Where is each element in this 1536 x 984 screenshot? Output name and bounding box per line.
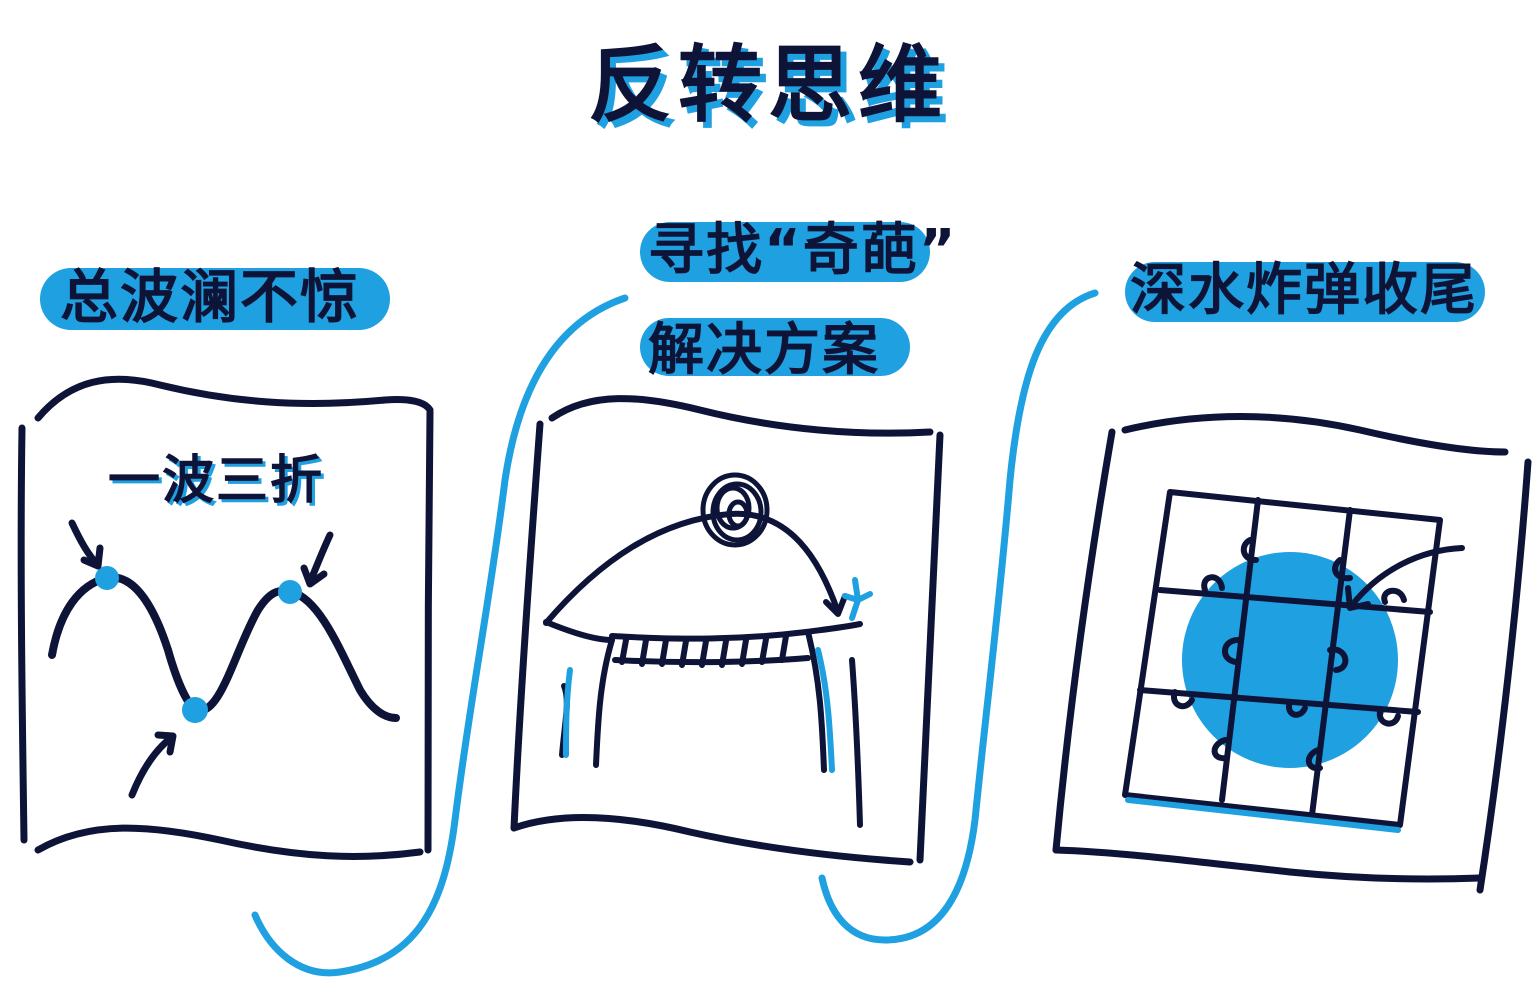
scribble-ball (703, 475, 767, 545)
wave-curve (52, 577, 396, 718)
panel-1-subheading: 一波三折 (108, 438, 324, 513)
blue-target-circle (1182, 552, 1398, 768)
panel-3-heading: 深水炸弹收尾 (1130, 245, 1478, 326)
wave-arrows (72, 523, 330, 795)
bridge (546, 622, 860, 825)
small-person (845, 580, 870, 618)
wave-point-peak-right (278, 580, 302, 604)
panel-1-heading: 总波澜不惊 (60, 250, 360, 334)
panel-2-heading-line2: 解决方案 (648, 305, 880, 386)
panel-2-heading-line1: 寻找“奇葩” (648, 205, 958, 286)
panel-2-frame (514, 399, 940, 862)
wave-point-peak-left (95, 566, 119, 590)
wave-point-trough (182, 697, 208, 723)
main-title: 反转思维 (0, 18, 1536, 139)
trajectory-arc (546, 514, 838, 623)
connector-curve-left (255, 298, 625, 973)
